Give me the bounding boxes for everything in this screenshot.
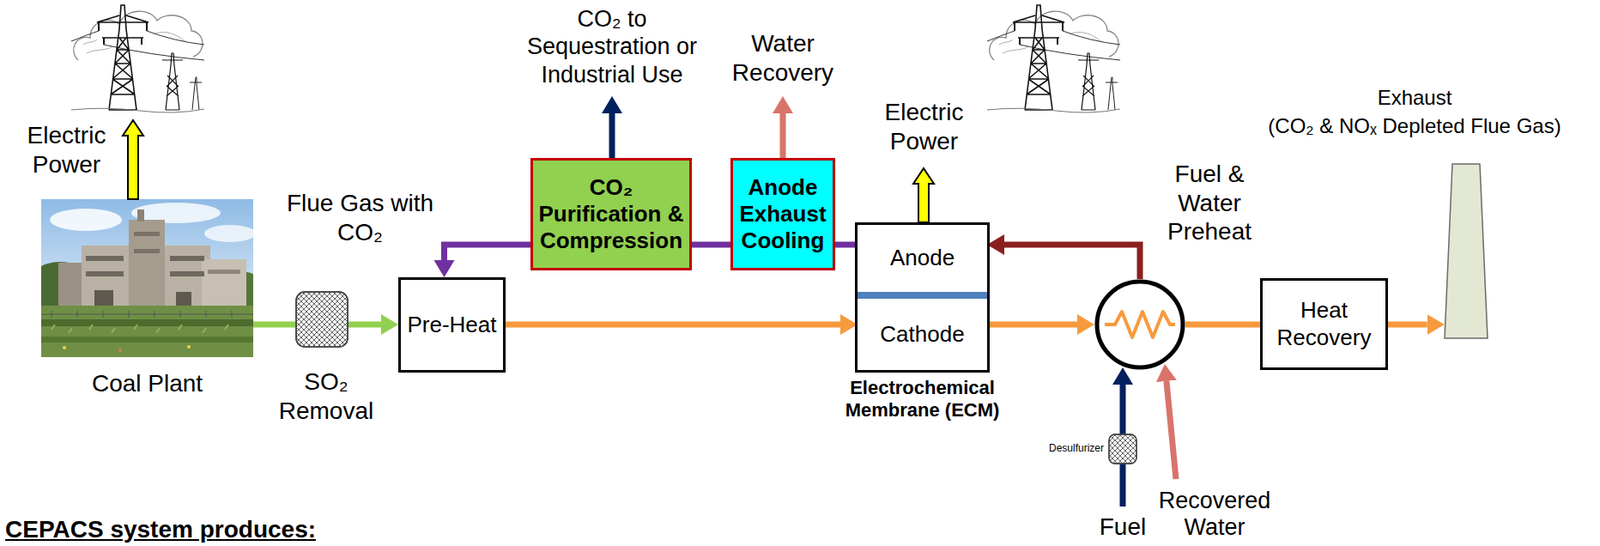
- output-label: Electric Power: [8, 121, 125, 179]
- stack-outline: [1443, 163, 1489, 340]
- anode-compartment-text: Anode: [890, 244, 955, 272]
- fuel-feed-flow: [1004, 244, 1140, 279]
- cathode-exhaust-flow: [1185, 321, 1261, 328]
- section-heading: CEPACS system produces:: [5, 515, 366, 545]
- coal-plant-photo-part: [187, 345, 191, 349]
- circle-outline: [1094, 278, 1186, 370]
- transmission-tower-illustration-part: [987, 5, 1121, 113]
- heat-exchanger-coil: [1104, 311, 1176, 338]
- heat-exchanger: Fuel & Water Preheat: [1094, 278, 1186, 370]
- process-box-text: Heat Recovery: [1265, 296, 1383, 351]
- cathode-compartment-text: Cathode: [879, 321, 964, 348]
- coal-plant-photo-part: [41, 319, 254, 327]
- coal-plant-photo-part: [85, 255, 124, 261]
- fuel-inlet-arrow: [1109, 384, 1137, 507]
- heat-exchanger-circle: [1096, 281, 1183, 368]
- coal-plant-photo-part: [41, 336, 254, 343]
- coal-plant-photo-part: [137, 209, 145, 222]
- fuel-inlet-arrow-part: [1109, 434, 1137, 464]
- coal-plant-photo-part: [204, 224, 254, 243]
- coal-plant-photo-part: [94, 290, 114, 308]
- component-label: Desulfurizer: [1030, 442, 1104, 455]
- exhaust-stack-text: Exhaust: [1251, 85, 1578, 111]
- recovered-water-arrow-part: [1166, 381, 1176, 479]
- coal-plant-photo-part: [175, 291, 192, 308]
- transmission-tower-illustration-part: [71, 5, 205, 113]
- input-label: Recovered Water: [1154, 487, 1275, 541]
- process-box-text: Pre-Heat: [406, 311, 497, 339]
- component-label: SO₂ Removal: [266, 367, 387, 425]
- process-box: Pre-Heat: [398, 277, 506, 373]
- process-box-text: Anode Exhaust Cooling: [735, 174, 831, 255]
- so2-removal-filter-part: [296, 291, 348, 347]
- recovered-water-arrow: [1166, 381, 1176, 479]
- output-stream-arrow: [612, 113, 783, 158]
- input-label: Fuel: [1088, 512, 1158, 542]
- exhaust-flow: [1387, 321, 1428, 328]
- process-box: Anode Exhaust Cooling: [730, 157, 836, 271]
- output-label: CO₂ to Sequestration or Industrial Use: [521, 5, 703, 89]
- exhaust-stack-text: (CO₂ & NOₓ Depleted Flue Gas): [1251, 114, 1578, 140]
- coal-plant-node: Coal Plant: [41, 199, 254, 358]
- coal-plant-node-text: Coal Plant: [41, 369, 254, 399]
- coal-plant-photo: [41, 199, 254, 358]
- coal-plant-photo-part: [118, 348, 122, 352]
- process-box: CO₂ Purification & Compression: [530, 157, 692, 271]
- membrane-box-text: Electrochemical Membrane (ECM): [836, 376, 1009, 423]
- coal-plant-photo-part: [169, 271, 205, 277]
- coal-plant-photo-part: [201, 259, 247, 308]
- output-label: Electric Power: [866, 97, 982, 156]
- anode-compartment: Anode: [857, 224, 988, 292]
- exhaust-stack: Exhaust(CO₂ & NOₓ Depleted Flue Gas): [1443, 163, 1489, 340]
- so2-removal-filter: [296, 291, 348, 347]
- output-stream-arrow-part: [780, 113, 787, 158]
- coal-plant-photo-part: [85, 271, 124, 277]
- coal-plant-photo-part: [128, 219, 165, 308]
- coal-plant-photo-part: [133, 248, 160, 254]
- coal-plant-photo-part: [133, 231, 160, 237]
- coal-plant-photo-part: [49, 208, 122, 231]
- coal-plant-photo-part: [41, 314, 254, 316]
- coal-plant-photo-part: [41, 305, 254, 358]
- process-box: Heat Recovery: [1260, 278, 1388, 370]
- coal-plant-photo-part: [62, 345, 67, 350]
- process-box-text: CO₂ Purification & Compression: [535, 174, 687, 255]
- recycle-flow: [444, 244, 532, 261]
- flue-gas-flow: [505, 321, 841, 328]
- transmission-tower-illustration: [71, 5, 1121, 113]
- stream-label: Flue Gas with CO₂: [276, 188, 444, 247]
- heat-exchanger-text: Fuel & Water Preheat: [1162, 159, 1257, 247]
- cathode-exhaust-flow: [987, 321, 1078, 328]
- coal-plant-photo-part: [41, 199, 254, 311]
- coal-plant-photo-part: [51, 310, 232, 318]
- stack-body: [1444, 163, 1488, 339]
- output-stream-arrow-part: [609, 113, 616, 158]
- fuel-inlet-arrow-part: [1109, 434, 1137, 464]
- coal-plant-photo-part: [51, 324, 229, 334]
- so2-removal-filter-part: [296, 291, 348, 347]
- output-label: Water Recovery: [727, 29, 839, 87]
- coal-plant-photo-part: [169, 255, 205, 261]
- power-output-arrow-part: [913, 168, 934, 223]
- anode-exhaust-line: [691, 242, 731, 249]
- membrane-box: Electrochemical Membrane (ECM)AnodeCatho…: [854, 222, 990, 373]
- cathode-compartment: Cathode: [857, 291, 988, 370]
- coal-plant-photo-part: [207, 269, 241, 274]
- power-output-arrow-part: [122, 120, 144, 200]
